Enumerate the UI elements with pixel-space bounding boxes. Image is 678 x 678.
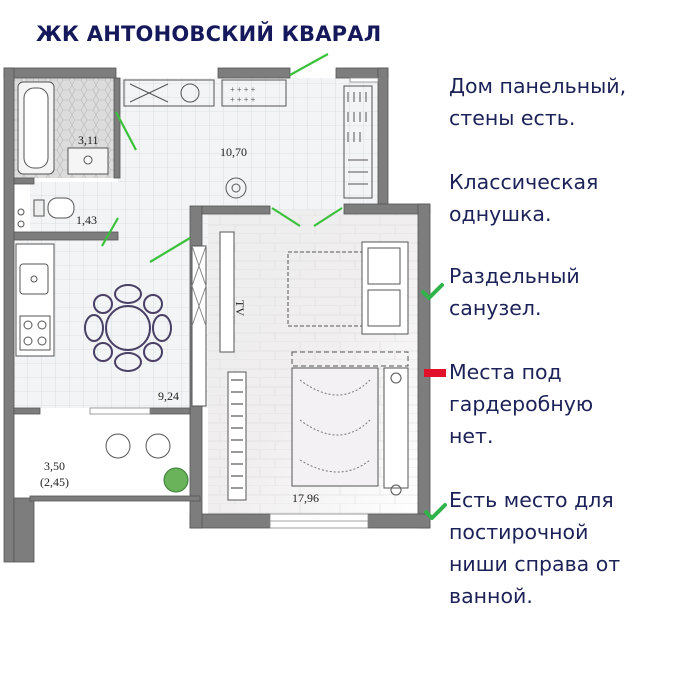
door-swings — [101, 53, 343, 263]
cooktop — [19, 315, 51, 351]
kitchen-area: 9,24 — [158, 389, 179, 403]
balcony-chair-left — [105, 433, 131, 459]
room-fixtures — [219, 231, 409, 501]
toilet-bowl — [47, 197, 75, 219]
note-line: гардеробную — [449, 392, 594, 416]
kitchen-fixtures — [15, 243, 207, 407]
bathroom-area: 3,11 — [78, 133, 99, 147]
balcony-area-reduced: (2,45) — [40, 475, 69, 489]
hall-fixtures: + + + + + + + + — [123, 79, 373, 199]
svg-text:+ + + +: + + + + — [230, 85, 256, 94]
note-line: Есть место для — [449, 488, 614, 512]
bed — [291, 367, 379, 487]
note-house-type: Дом панельный, стены есть. — [449, 70, 626, 134]
note-line: стены есть. — [449, 106, 576, 130]
windows — [89, 77, 379, 529]
tv-stand — [219, 231, 235, 353]
hall-area: 10,70 — [220, 145, 247, 159]
tv-label: TV — [233, 300, 247, 316]
page-title: ЖК АНТОНОВСКИЙ КВАРАЛ — [36, 22, 382, 46]
note-line: Места под — [449, 360, 562, 384]
note-laundry: Есть место для постирочной ниши справа о… — [449, 484, 620, 612]
toilet-area: 1,43 — [76, 213, 97, 227]
note-line: постирочной — [449, 520, 589, 544]
wardrobe-niche-floor — [336, 78, 378, 208]
balcony-fixtures — [105, 433, 189, 493]
minus-icon — [424, 369, 446, 377]
wardrobe-shelves — [343, 85, 373, 199]
bathroom-fixtures — [17, 81, 109, 228]
note-wardrobe: Места под гардеробную нет. — [449, 356, 593, 452]
note-layout-type: Классическая однушка. — [449, 166, 598, 230]
balcony-area: 3,50 — [44, 459, 65, 473]
area-labels: 3,11 1,43 10,70 9,24 3,50 (2,45) 17,96 T… — [40, 133, 319, 505]
note-line: Дом панельный, — [449, 74, 627, 98]
note-bathroom: Раздельный санузел. — [449, 260, 580, 324]
plant-icon — [163, 467, 189, 493]
note-line: нет. — [449, 424, 494, 448]
note-line: санузел. — [449, 296, 542, 320]
ceiling-lamp — [225, 177, 247, 199]
note-line: Классическая — [449, 170, 599, 194]
check-icon — [424, 503, 447, 520]
note-line: ванной. — [449, 584, 533, 608]
room-area: 17,96 — [292, 491, 319, 505]
bookshelf — [227, 371, 247, 501]
sofa — [361, 241, 409, 335]
hall-stove — [221, 79, 287, 107]
note-line: Раздельный — [449, 264, 580, 288]
hall-cabinet — [123, 79, 215, 107]
check-icon — [421, 283, 444, 300]
kitchen-cabinet — [191, 245, 207, 407]
shelf-unit — [291, 351, 409, 367]
note-line: однушка. — [449, 202, 552, 226]
svg-text:+ + + +: + + + + — [230, 95, 256, 104]
balcony-chair-right — [145, 433, 171, 459]
dining-table — [84, 284, 172, 372]
floor-plan: + + + + + + + + — [3, 53, 431, 563]
note-line: ниши справа от — [449, 552, 621, 576]
